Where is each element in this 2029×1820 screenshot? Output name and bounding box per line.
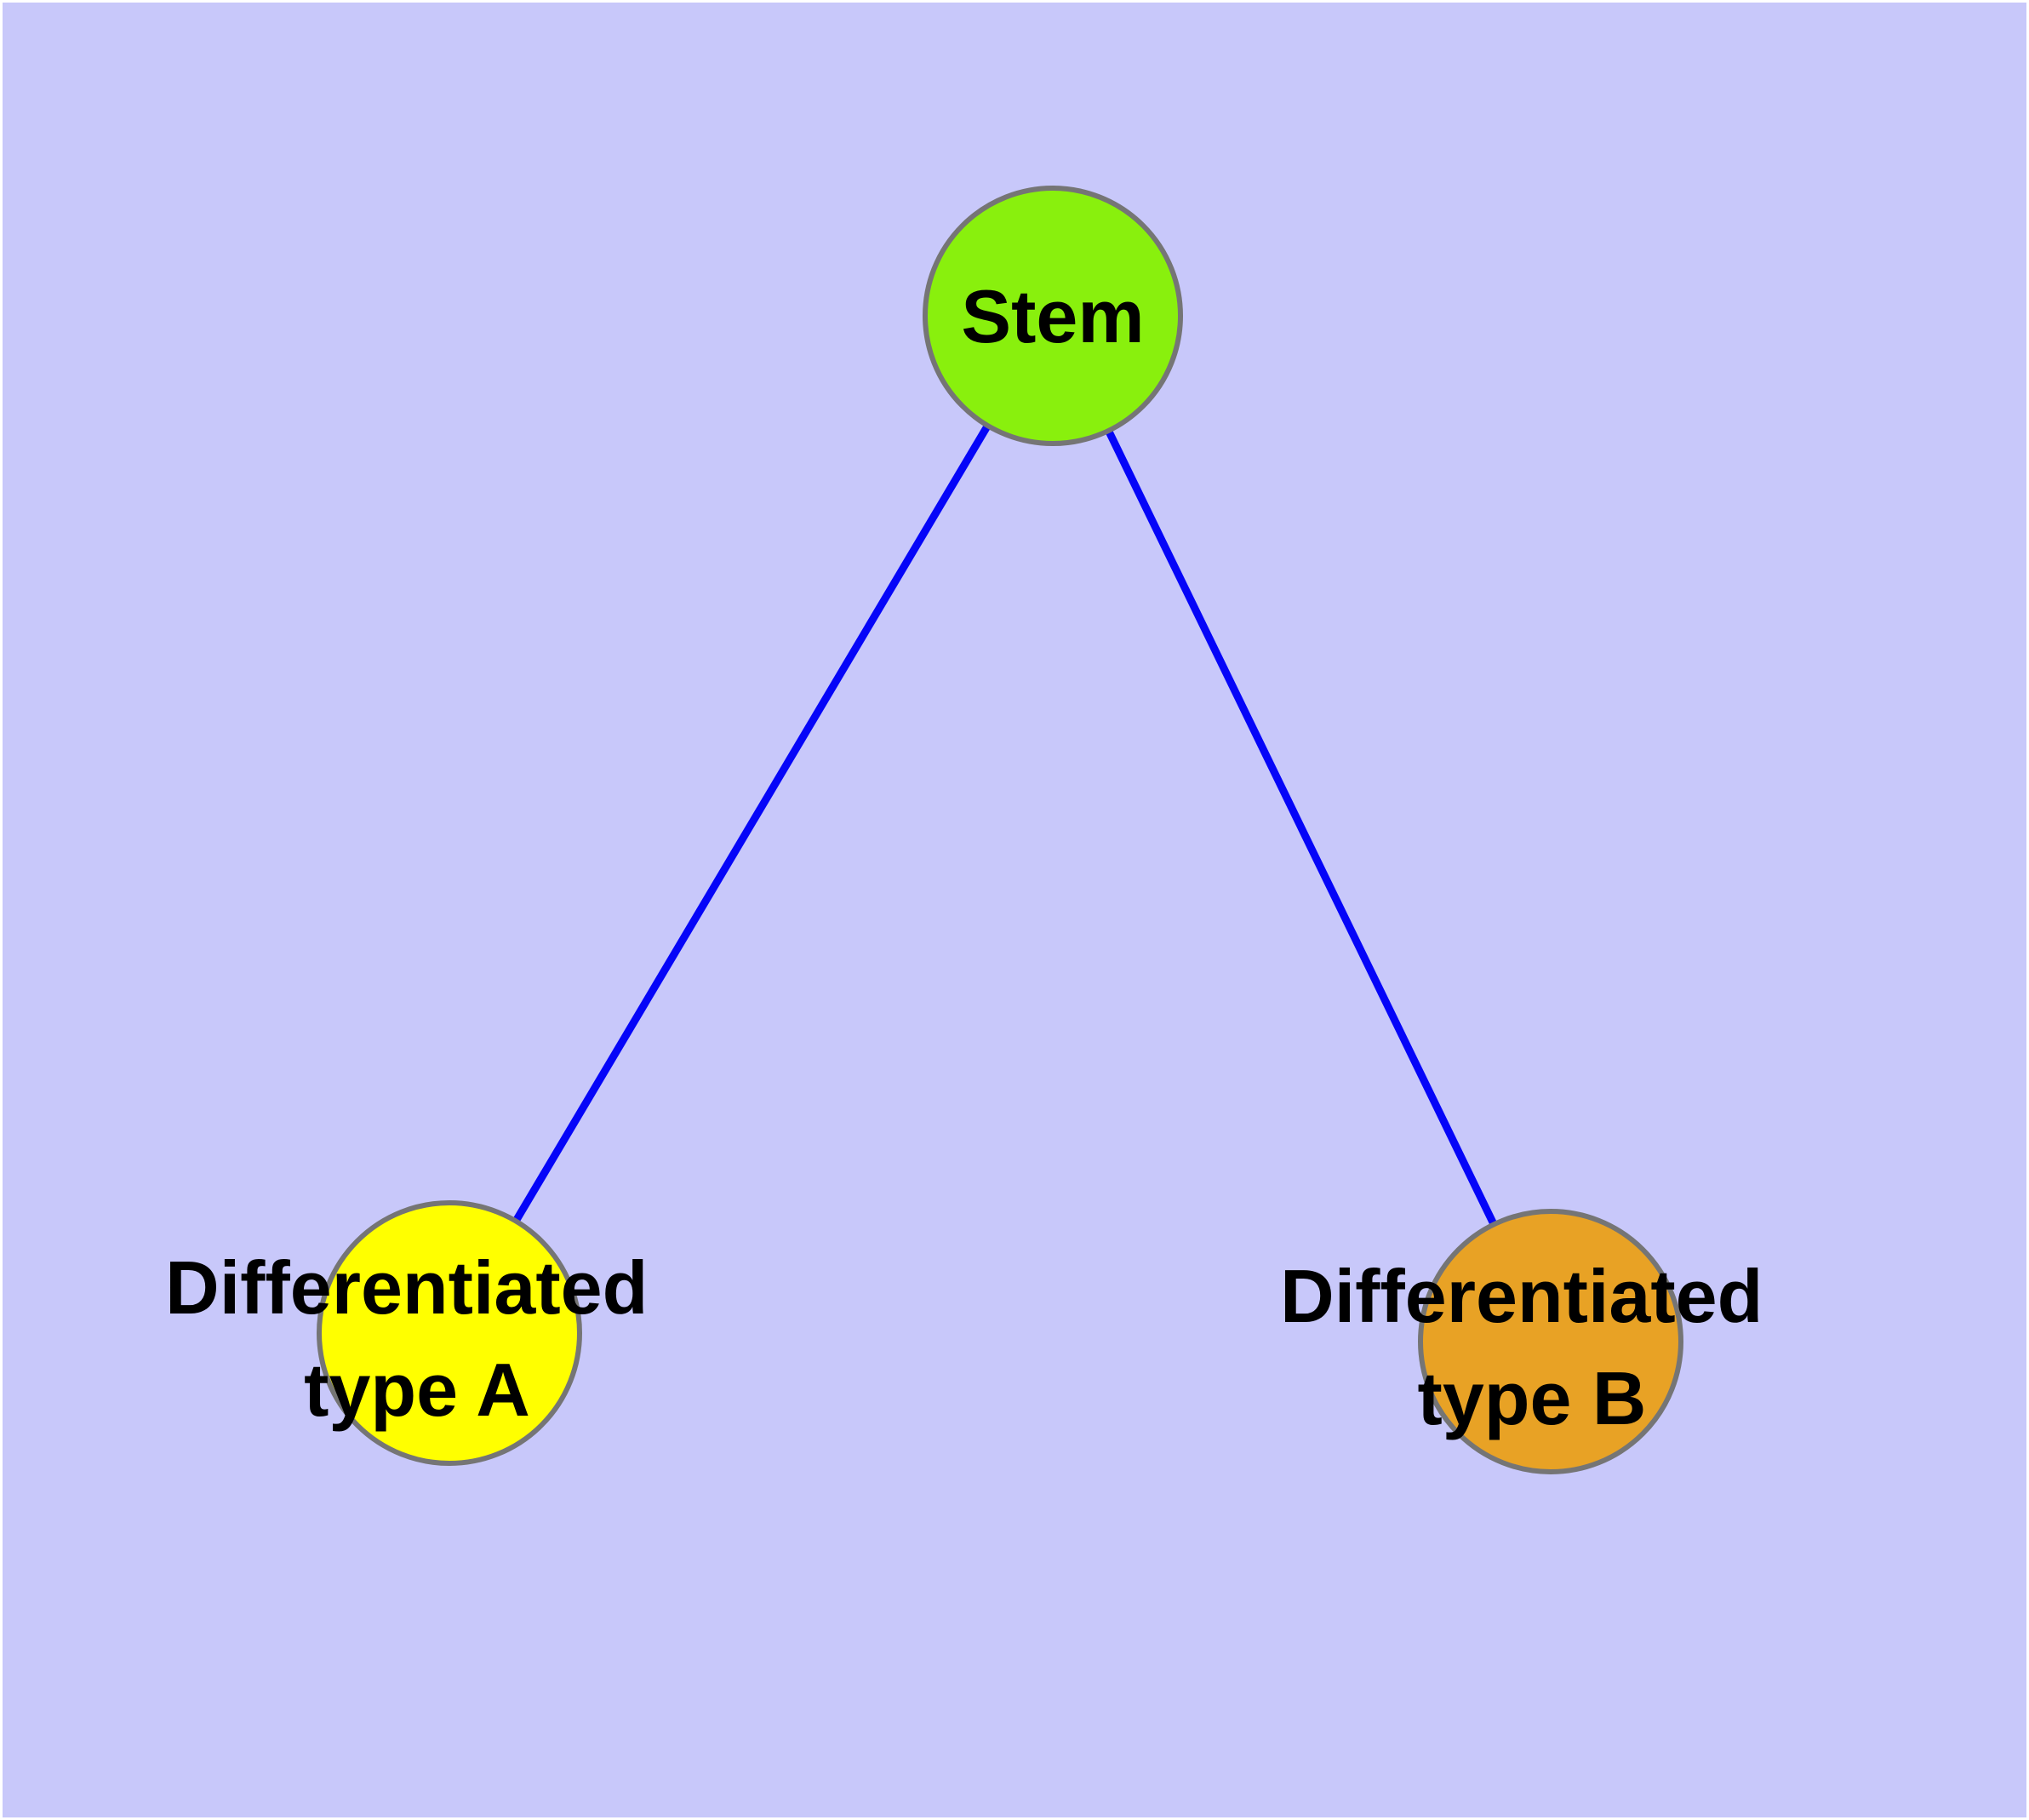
- edge-stem-to-type-b: [1049, 314, 1555, 1343]
- node-differentiated-type-a-label-line2: type A: [304, 1348, 530, 1432]
- node-differentiated-type-a-label: Differentiated type A: [165, 1245, 669, 1432]
- node-differentiated-type-b-label: Differentiated type B: [1280, 1254, 1784, 1440]
- node-differentiated-type-b: [1418, 1209, 1683, 1474]
- edge-stem-to-type-a: [446, 313, 1056, 1336]
- node-stem: [923, 186, 1183, 446]
- node-differentiated-type-a-label-line1: Differentiated: [165, 1245, 648, 1330]
- node-differentiated-type-b-label-line2: type B: [1418, 1356, 1647, 1440]
- node-stem-label-line1: Stem: [961, 274, 1144, 358]
- node-stem-label: Stem: [961, 274, 1144, 358]
- node-differentiated-type-b-label-line1: Differentiated: [1280, 1254, 1763, 1338]
- node-differentiated-type-a: [317, 1200, 582, 1466]
